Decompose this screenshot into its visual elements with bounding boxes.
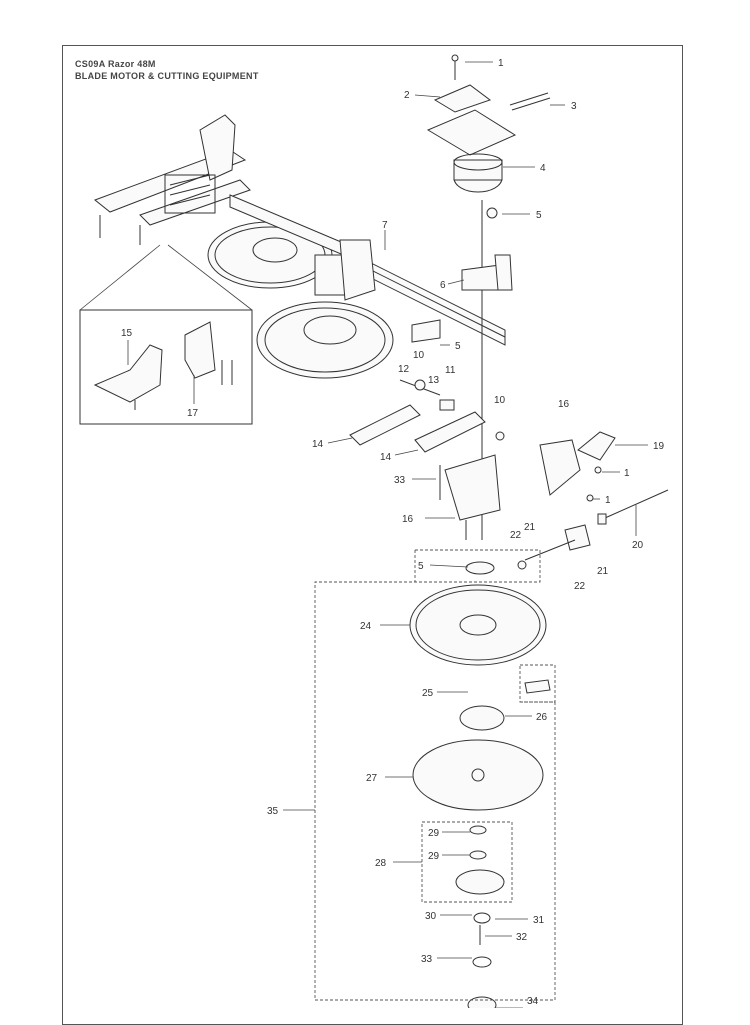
callout-10: 10 (413, 350, 425, 361)
deck-frame-assembly (93, 114, 506, 379)
callout-19: 19 (653, 441, 665, 452)
callout-27: 27 (366, 773, 378, 784)
callout-3: 3 (571, 101, 577, 112)
callout-35: 35 (267, 806, 279, 817)
callout-16: 16 (558, 399, 570, 410)
callout-28: 28 (375, 858, 387, 869)
callout-1: 1 (605, 495, 611, 506)
callout-26: 26 (536, 712, 548, 723)
callout-5: 5 (418, 561, 424, 572)
callout-29: 29 (428, 851, 440, 862)
callout-4: 4 (540, 163, 546, 174)
callout-5: 5 (455, 341, 461, 352)
callout-32: 32 (516, 932, 528, 943)
callout-33: 33 (421, 954, 433, 965)
callout-11: 11 (445, 365, 456, 376)
model-title: CS09A Razor 48M (75, 59, 156, 69)
callout-7: 7 (382, 220, 388, 231)
right-linkage (517, 431, 669, 570)
bracket-inset (79, 244, 253, 425)
callout-13: 13 (428, 375, 440, 386)
callout-34: 34 (527, 996, 539, 1007)
section-title: BLADE MOTOR & CUTTING EQUIPMENT (75, 71, 259, 81)
cutting-stack (409, 561, 551, 1008)
callout-1: 1 (498, 58, 504, 69)
callout-22: 22 (574, 581, 586, 592)
linkage-parts (349, 379, 505, 500)
callout-15: 15 (121, 328, 133, 339)
callout-31: 31 (533, 915, 545, 926)
callout-labels: 1 2 3 4 5 6 7 5 10 12 13 11 10 16 15 17 … (121, 58, 665, 1007)
callout-12: 12 (398, 364, 410, 375)
callout-14: 14 (312, 439, 324, 450)
callout-25: 25 (422, 688, 434, 699)
callout-20: 20 (632, 540, 644, 551)
callout-21: 21 (597, 566, 609, 577)
callout-22: 22 (510, 530, 522, 541)
callout-2: 2 (404, 90, 410, 101)
callout-6: 6 (440, 280, 446, 291)
callout-33: 33 (394, 475, 406, 486)
callout-1: 1 (624, 468, 630, 479)
callout-24: 24 (360, 621, 372, 632)
callout-5: 5 (536, 210, 542, 221)
callout-17: 17 (187, 408, 199, 419)
callout-21: 21 (524, 522, 536, 533)
callout-14: 14 (380, 452, 392, 463)
mounting-brackets (411, 254, 581, 540)
callout-16: 16 (402, 514, 414, 525)
motor-assembly (426, 54, 551, 540)
callout-30: 30 (425, 911, 437, 922)
title-block: CS09A Razor 48M BLADE MOTOR & CUTTING EQ… (75, 58, 259, 82)
leader-lines (127, 61, 648, 1008)
callout-10: 10 (494, 395, 506, 406)
callout-29: 29 (428, 828, 440, 839)
